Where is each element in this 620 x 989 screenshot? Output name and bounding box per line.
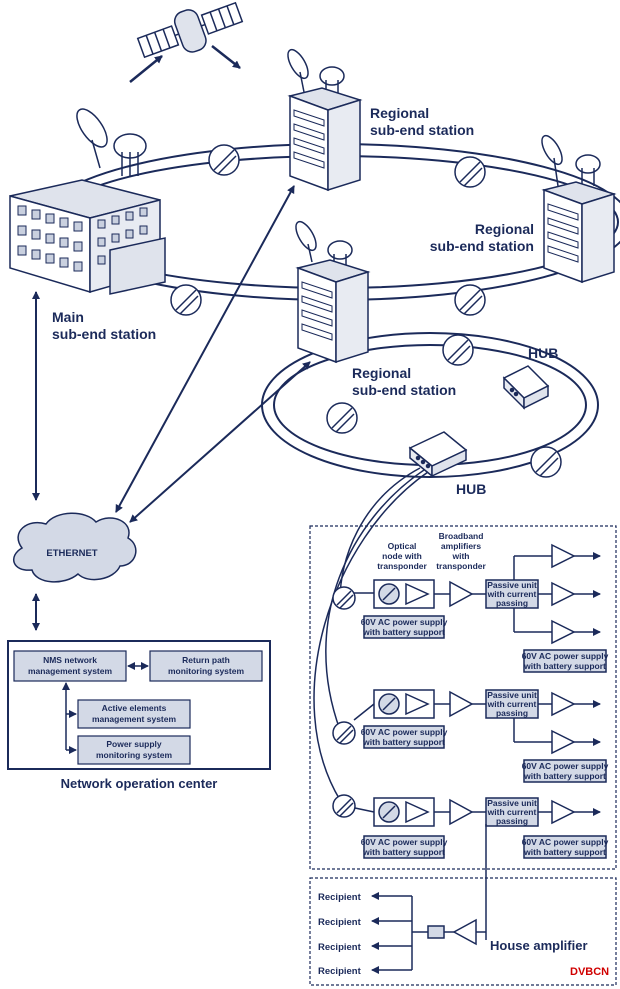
recipient-label: Recipient — [318, 966, 362, 977]
splitter-box — [427, 925, 445, 939]
power-supply-box — [523, 759, 607, 783]
satellite-uplink-arrow — [129, 55, 163, 83]
recipient-labels: Recipient Recipient Recipient Recipient — [318, 892, 362, 977]
recipient-panel — [309, 877, 617, 986]
distribution-row-1 — [332, 543, 607, 673]
amplifier-icon — [326, 402, 358, 434]
distribution-row-3 — [332, 794, 607, 940]
noc-title: Network operation center — [61, 776, 218, 791]
hub-device-bottom — [408, 431, 468, 478]
amplifier-icon — [530, 446, 562, 478]
power-monitoring-box — [77, 735, 191, 765]
main-station-building — [9, 108, 166, 295]
management-links — [32, 185, 311, 631]
power-supply-box — [363, 725, 445, 749]
nms-box — [13, 650, 127, 682]
passive-unit-box — [485, 579, 539, 609]
passive-unit-box — [485, 797, 539, 827]
hub-fibers — [313, 467, 429, 801]
hub-device-top — [502, 365, 550, 410]
amplifier-icon — [454, 156, 486, 188]
network-operation-center — [7, 640, 271, 770]
power-supply-box — [363, 835, 445, 859]
amplifier-icon — [332, 794, 356, 818]
recipient-label: Recipient — [318, 892, 362, 903]
house-amplifier-group — [371, 892, 486, 974]
ethernet-cloud: ETHERNET — [12, 512, 137, 583]
satellite-downlink-arrow — [211, 45, 241, 69]
amplifier-icon — [170, 284, 202, 316]
ring-amplifiers — [170, 144, 562, 478]
recipient-label: Recipient — [318, 917, 362, 928]
regional-station-building-center — [295, 220, 371, 364]
return-path-box — [149, 650, 263, 682]
distribution-row-2 — [332, 689, 607, 783]
amplifier-icon — [208, 144, 240, 176]
recipient-label: Recipient — [318, 942, 362, 953]
active-elements-box — [77, 699, 191, 729]
watermark: DVBCN — [570, 966, 609, 978]
amplifier-icon — [442, 334, 474, 366]
regional-station-building-top — [287, 48, 363, 192]
amplifier-icon — [332, 586, 356, 610]
distribution-panel — [309, 525, 617, 870]
hub-top-label: HUB — [528, 345, 558, 361]
power-supply-box — [363, 615, 445, 639]
ethernet-label: ETHERNET — [46, 548, 97, 559]
satellite — [136, 1, 244, 59]
amplifier-icon — [332, 721, 356, 745]
amplifier-icon — [454, 284, 486, 316]
house-amplifier-label: House amplifier — [490, 938, 588, 953]
hub-bottom-label: HUB — [456, 481, 486, 497]
power-supply-box — [523, 649, 607, 673]
regional-station-building-right — [541, 134, 617, 284]
power-supply-box — [523, 835, 607, 859]
passive-unit-box — [485, 689, 539, 719]
